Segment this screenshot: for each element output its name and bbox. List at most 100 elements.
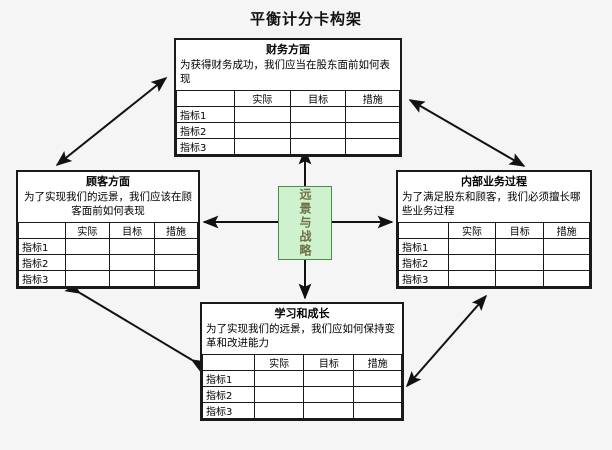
- panel-customer-table[interactable]: 实际 目标 措施 指标1 指标2: [18, 222, 198, 287]
- col-header-measure: 措施: [345, 90, 400, 107]
- table-row[interactable]: 指标3: [398, 270, 590, 287]
- table-row[interactable]: 指标3: [202, 402, 402, 419]
- cell-target[interactable]: [303, 370, 355, 387]
- panel-financial-head: 财务方面 为获得财务成功，我们应当在股东面前如何表现: [176, 40, 400, 90]
- panel-learning-growth[interactable]: 学习和成长 为了实现我们的远景，我们应如何保持变革和改进能力 实际 目标 措施 …: [200, 302, 404, 421]
- row-label-2: 指标2: [202, 386, 255, 403]
- panel-customer-title: 顾客方面: [86, 175, 130, 188]
- col-header-blank: [202, 354, 255, 371]
- connector-diagonal-financial-internal: [408, 99, 526, 167]
- cell-measure[interactable]: [154, 238, 198, 255]
- panel-customer[interactable]: 顾客方面 为了实现我们的远景，我们应该在顾客面前如何表现 实际 目标 措施 指标…: [16, 170, 200, 289]
- cell-measure[interactable]: [154, 254, 198, 271]
- panel-financial-title: 财务方面: [266, 43, 310, 56]
- col-header-target: 目标: [495, 222, 545, 239]
- cell-actual[interactable]: [253, 402, 305, 419]
- cell-target[interactable]: [109, 238, 156, 255]
- page-title: 平衡计分卡构架: [249, 10, 362, 28]
- cell-actual[interactable]: [64, 238, 111, 255]
- cell-actual[interactable]: [233, 106, 291, 123]
- panel-learning-table[interactable]: 实际 目标 措施 指标1 指标2: [202, 354, 402, 419]
- cell-target[interactable]: [303, 386, 355, 403]
- col-header-actual: 实际: [253, 354, 305, 371]
- table-row[interactable]: 指标1: [176, 106, 400, 123]
- cell-actual[interactable]: [447, 254, 497, 271]
- connector-diagonal-customer-learning: [64, 280, 208, 373]
- panel-learning-title: 学习和成长: [274, 307, 330, 320]
- cell-target[interactable]: [495, 238, 545, 255]
- table-row[interactable]: 指标2: [398, 254, 590, 271]
- cell-target[interactable]: [289, 122, 347, 139]
- col-header-measure: 措施: [154, 222, 198, 239]
- cell-target[interactable]: [109, 270, 156, 287]
- panel-financial[interactable]: 财务方面 为获得财务成功，我们应当在股东面前如何表现 实际 目标 措施 指标1: [174, 38, 402, 157]
- table-row[interactable]: 指标2: [202, 386, 402, 403]
- center-vision-strategy-label: 远景与战略: [298, 188, 312, 258]
- table-header-row: 实际 目标 措施: [398, 222, 590, 239]
- connector-diagonal-learning-internal: [405, 294, 488, 388]
- row-label-2: 指标2: [18, 254, 66, 271]
- cell-target[interactable]: [289, 138, 347, 155]
- col-header-actual: 实际: [447, 222, 497, 239]
- cell-target[interactable]: [495, 254, 545, 271]
- cell-measure[interactable]: [353, 402, 402, 419]
- col-header-actual: 实际: [64, 222, 111, 239]
- cell-actual[interactable]: [447, 238, 497, 255]
- cell-measure[interactable]: [543, 238, 590, 255]
- row-label-3: 指标3: [202, 402, 255, 419]
- table-row[interactable]: 指标1: [18, 238, 198, 255]
- cell-measure[interactable]: [543, 254, 590, 271]
- cell-target[interactable]: [303, 402, 355, 419]
- cell-actual[interactable]: [233, 138, 291, 155]
- cell-actual[interactable]: [253, 386, 305, 403]
- panel-internal-desc: 为了满足股东和顾客，我们必须擅长哪些业务过程: [402, 191, 581, 217]
- cell-actual[interactable]: [64, 254, 111, 271]
- cell-measure[interactable]: [345, 138, 400, 155]
- col-header-target: 目标: [303, 354, 355, 371]
- table-row[interactable]: 指标2: [18, 254, 198, 271]
- panel-learning-desc: 为了实现我们的远景，我们应如何保持变革和改进能力: [206, 323, 395, 349]
- col-header-blank: [18, 222, 66, 239]
- cell-actual[interactable]: [233, 122, 291, 139]
- row-label-3: 指标3: [176, 138, 235, 155]
- col-header-target: 目标: [109, 222, 156, 239]
- cell-actual[interactable]: [447, 270, 497, 287]
- connector-diagonal-customer-financial: [55, 77, 168, 166]
- cell-measure[interactable]: [345, 122, 400, 139]
- table-row[interactable]: 指标3: [18, 270, 198, 287]
- panel-internal-table[interactable]: 实际 目标 措施 指标1 指标2: [398, 222, 590, 287]
- cell-target[interactable]: [109, 254, 156, 271]
- table-row[interactable]: 指标1: [202, 370, 402, 387]
- panel-customer-head: 顾客方面 为了实现我们的远景，我们应该在顾客面前如何表现: [18, 172, 198, 222]
- cell-measure[interactable]: [345, 106, 400, 123]
- row-label-3: 指标3: [18, 270, 66, 287]
- table-row[interactable]: 指标2: [176, 122, 400, 139]
- row-label-1: 指标1: [176, 106, 235, 123]
- center-vision-strategy-box[interactable]: 远景与战略: [278, 186, 332, 260]
- cell-measure[interactable]: [353, 386, 402, 403]
- table-header-row: 实际 目标 措施: [176, 90, 400, 107]
- row-label-1: 指标1: [18, 238, 66, 255]
- col-header-target: 目标: [289, 90, 347, 107]
- row-label-2: 指标2: [398, 254, 449, 271]
- cell-measure[interactable]: [353, 370, 402, 387]
- table-row[interactable]: 指标1: [398, 238, 590, 255]
- cell-actual[interactable]: [64, 270, 111, 287]
- col-header-blank: [398, 222, 449, 239]
- cell-actual[interactable]: [253, 370, 305, 387]
- panel-financial-table[interactable]: 实际 目标 措施 指标1 指标2: [176, 90, 400, 155]
- cell-measure[interactable]: [543, 270, 590, 287]
- col-header-blank: [176, 90, 235, 107]
- cell-measure[interactable]: [154, 270, 198, 287]
- row-label-2: 指标2: [176, 122, 235, 139]
- row-label-3: 指标3: [398, 270, 449, 287]
- table-row[interactable]: 指标3: [176, 138, 400, 155]
- row-label-1: 指标1: [398, 238, 449, 255]
- panel-internal-process[interactable]: 内部业务过程 为了满足股东和顾客，我们必须擅长哪些业务过程 实际 目标 措施 指…: [396, 170, 592, 289]
- table-header-row: 实际 目标 措施: [18, 222, 198, 239]
- col-header-measure: 措施: [543, 222, 590, 239]
- cell-target[interactable]: [289, 106, 347, 123]
- cell-target[interactable]: [495, 270, 545, 287]
- panel-learning-head: 学习和成长 为了实现我们的远景，我们应如何保持变革和改进能力: [202, 304, 402, 354]
